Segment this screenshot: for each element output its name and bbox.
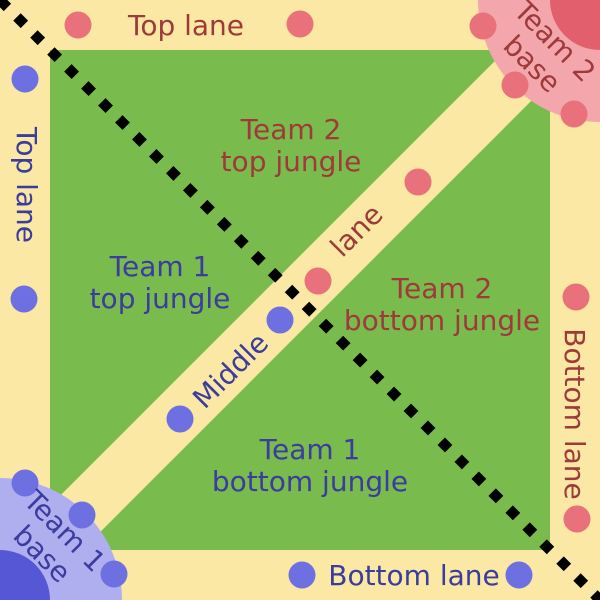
top-lane-label: Top lane: [127, 9, 245, 42]
team2-base-core: [550, 0, 600, 50]
team1-tower-dot: [11, 65, 39, 93]
team1-bottom-jungle-label: Team 1 bottom jungle: [212, 434, 408, 498]
team1-tower-dot: [10, 285, 38, 313]
left-lane-label: Top lane: [10, 126, 43, 244]
team2-bottom-jungle-label: Team 2 bottom jungle: [344, 273, 540, 337]
team2-top-jungle-line2: top jungle: [220, 145, 362, 178]
team2-bottom-jungle-line2: bottom jungle: [343, 304, 541, 337]
team1-tower-dot: [505, 561, 533, 589]
team2-tower-dot: [404, 168, 432, 196]
team1-tower-dot: [266, 306, 294, 334]
team2-tower-dot: [469, 12, 497, 40]
team1-top-jungle-line2: top jungle: [89, 282, 231, 315]
team1-bottom-jungle-line1: Team 1: [259, 433, 361, 466]
team2-tower-dot: [304, 267, 332, 295]
team1-top-jungle-label: Team 1 top jungle: [90, 251, 231, 315]
team2-dots-layer: [64, 10, 591, 533]
team1-bottom-jungle-line2: bottom jungle: [211, 465, 409, 498]
team2-tower-dot: [563, 505, 591, 533]
team2-tower-dot: [286, 10, 314, 38]
team1-tower-dot: [166, 405, 194, 433]
team2-tower-dot: [501, 71, 529, 99]
team2-top-jungle-label: Team 2 top jungle: [221, 114, 362, 178]
team2-bottom-jungle-line1: Team 2: [391, 272, 493, 305]
team1-tower-dot: [68, 501, 96, 529]
bottom-lane-label: Bottom lane: [328, 559, 500, 592]
team2-tower-dot: [64, 11, 92, 39]
team1-tower-dot: [11, 469, 39, 497]
team2-top-jungle-line1: Team 2: [240, 113, 342, 146]
team2-tower-dot: [560, 100, 588, 128]
team2-tower-dot: [562, 283, 590, 311]
right-lane-label: Bottom lane: [558, 328, 591, 500]
team1-top-jungle-line1: Team 1: [109, 250, 211, 283]
team1-tower-dot: [288, 561, 316, 589]
team1-dots-layer: [10, 65, 533, 589]
team1-tower-dot: [100, 560, 128, 588]
team1-base-core: [0, 550, 50, 600]
